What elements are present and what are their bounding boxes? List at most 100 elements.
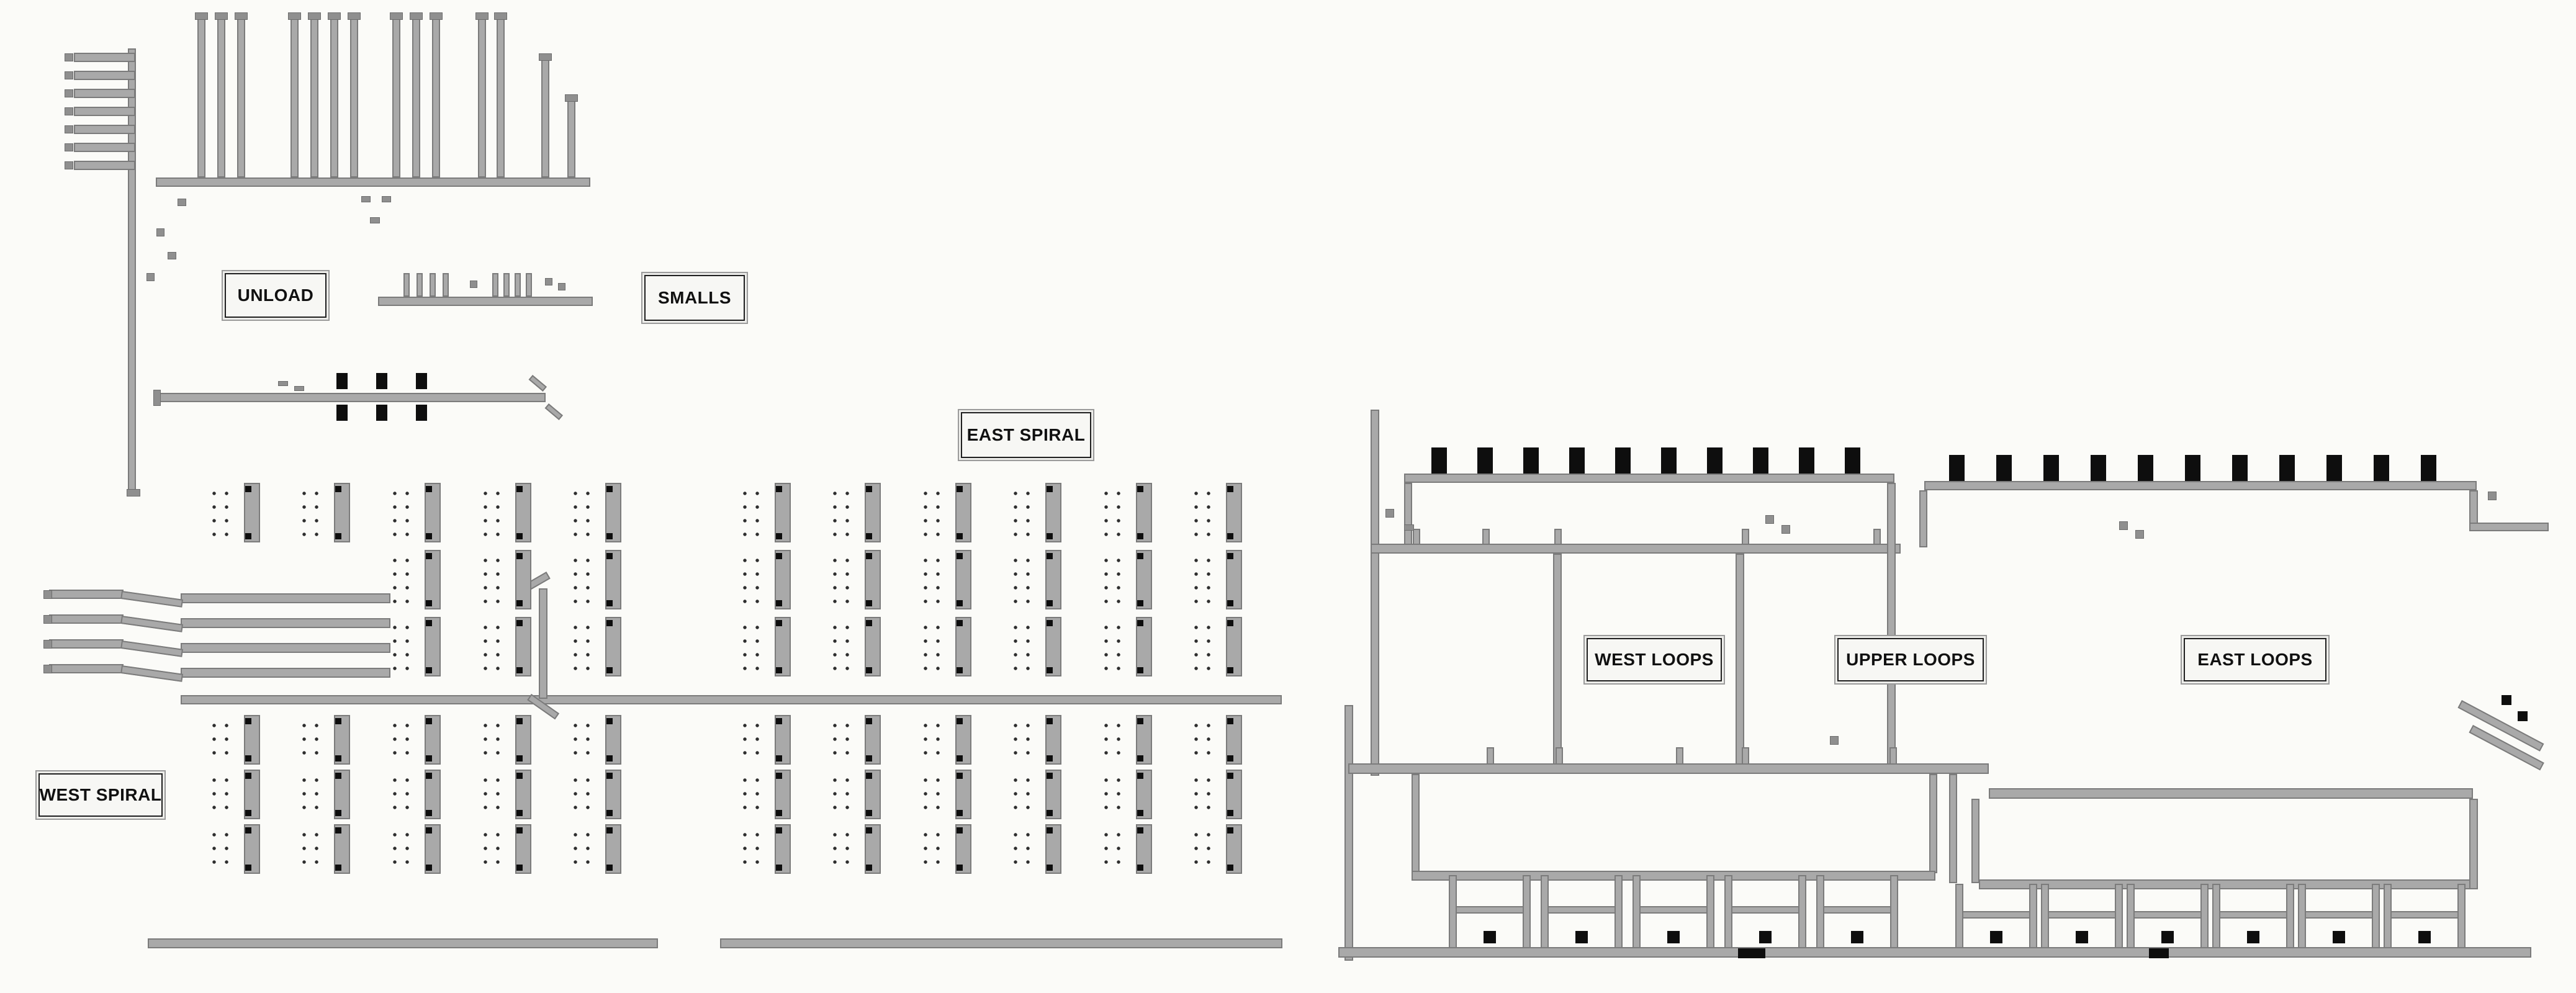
rack-module-r0-c1-rack (334, 483, 350, 542)
rack-module-r7-c1-port-top (866, 553, 872, 559)
rack-module-r7-c1-rack (865, 550, 881, 609)
rack-module-r6-c2-rack (955, 483, 971, 542)
rack-module-r6-c2-items (917, 483, 944, 542)
rack-module-r6-c5-port-top (1227, 486, 1233, 492)
smalls-tick-4 (492, 273, 498, 297)
rack-module-r6-c3-port-top (1047, 486, 1053, 492)
rack-module-r8-c1-port-bottom (866, 667, 872, 673)
mark (294, 386, 304, 391)
dock-west-5 (1661, 447, 1677, 474)
rack-module-r7-c4-rack (1136, 550, 1152, 609)
rack-module-r1-c0-items (386, 550, 413, 609)
item (336, 373, 348, 389)
rack-module-r3-c4-port-top (606, 718, 613, 724)
rack-module-r1-c1-rack (515, 550, 531, 609)
rack-module-r8-c4-items (1097, 617, 1125, 676)
west-loop-bay-4-shelf (1823, 906, 1891, 914)
dock-east-9 (2374, 455, 2389, 481)
item (2502, 695, 2511, 705)
smalls-tick-0 (403, 273, 410, 297)
rack-module-r5-c2-port-bottom (426, 865, 432, 871)
lower-bar-tick-1 (1556, 747, 1563, 765)
rack-module-r5-c0-port-bottom (245, 865, 251, 871)
dock-east-5 (2185, 455, 2200, 481)
smalls-tick-2 (430, 273, 436, 297)
rack-module-r9-c1-port-top (866, 718, 872, 724)
rack-module-r0-c3-port-top (516, 486, 523, 492)
rack-module-r11-c3-port-top (1047, 827, 1053, 833)
rack-module-r11-c2-items (917, 824, 944, 874)
dock-west-8 (1799, 447, 1814, 474)
unload-comb-short-b-cap-0 (565, 94, 578, 102)
rack-module-r7-c2-port-bottom (957, 600, 963, 606)
west-spiral-lane-4 (181, 668, 390, 678)
east-loop-bay-5-shelf (2390, 911, 2459, 919)
north-rail-west (1404, 474, 1894, 483)
unload-comb-cap-1 (215, 12, 228, 20)
west-spiral-ramp-2 (120, 616, 184, 632)
rack-module-r3-c1-items (295, 715, 323, 765)
west-spiral-ramp-1 (120, 591, 184, 608)
rack-module-r11-c2-port-top (957, 827, 963, 833)
east-loops-drop-2 (1971, 799, 1979, 883)
rack-module-r0-c4-items (567, 483, 594, 542)
unload-comb-3 (290, 16, 299, 177)
rack-module-r7-c3-rack (1045, 550, 1061, 609)
rack-module-r7-c3-port-bottom (1047, 600, 1053, 606)
rack-module-r8-c3-port-bottom (1047, 667, 1053, 673)
west-loop-bay-1-shelf (1547, 906, 1616, 914)
rack-module-r7-c3-items (1007, 550, 1034, 609)
west-loop-bay-2-shelf (1639, 906, 1708, 914)
mark (65, 125, 73, 133)
rack-module-r10-c2-items (917, 770, 944, 819)
rack-module-r1-c2-port-bottom (606, 600, 613, 606)
rack-module-r10-c2-port-bottom (957, 810, 963, 816)
lower-bar-tick-2 (1676, 747, 1683, 765)
rack-module-r0-c2-port-bottom (426, 533, 432, 539)
rack-module-r4-c2-items (386, 770, 413, 819)
rack-module-r5-c2-port-top (426, 827, 432, 833)
dock-west-9 (1845, 447, 1860, 474)
unload-comb-cap-0 (195, 12, 208, 20)
rack-module-r10-c1-items (826, 770, 853, 819)
west-block-spiral-vertical (539, 588, 547, 699)
bottom-conveyor-east (720, 938, 1282, 948)
rack-module-r6-c5-port-bottom (1227, 533, 1233, 539)
rack-module-r8-c0-port-top (776, 620, 782, 626)
smalls-conveyor (378, 297, 593, 306)
rack-module-r7-c5-port-top (1227, 553, 1233, 559)
mark (146, 273, 155, 281)
east-loop-bay-3-shelf (2219, 911, 2287, 919)
loops-bar-lower (1348, 763, 1989, 774)
dock-east-10 (2421, 455, 2436, 481)
west-loop-bay-4-item (1851, 931, 1863, 943)
item (416, 405, 427, 421)
upper-bar-tick-2 (1554, 529, 1562, 545)
rack-module-r6-c2-port-bottom (957, 533, 963, 539)
rack-module-r7-c4-port-top (1137, 553, 1143, 559)
rack-module-r4-c1-items (295, 770, 323, 819)
rack-module-r2-c2-port-top (606, 620, 613, 626)
smalls-tick-7 (526, 273, 532, 297)
west-loop-bay-3-shelf (1731, 906, 1799, 914)
west-spiral-lane-1 (181, 593, 390, 603)
rack-module-r6-c2-port-top (957, 486, 963, 492)
west-loop-bay-1-item (1575, 931, 1588, 943)
east-loop-bay-4-shelf (2305, 911, 2373, 919)
rack-module-r8-c1-items (826, 617, 853, 676)
rack-module-r11-c4-port-bottom (1137, 865, 1143, 871)
unload-comb-10 (478, 16, 486, 177)
north-rail-east-drop-left (1919, 490, 1927, 547)
rack-module-r1-c0-port-bottom (426, 600, 432, 606)
unload-comb-7 (392, 16, 400, 177)
rack-module-r8-c3-port-top (1047, 620, 1053, 626)
unload-lane-1 (74, 71, 135, 80)
rack-module-r8-c5-rack (1226, 617, 1242, 676)
rack-module-r1-c1-port-bottom (516, 600, 523, 606)
upper-bar-tick-1 (1482, 529, 1490, 545)
rack-module-r4-c3-items (477, 770, 504, 819)
smalls-tick-6 (515, 273, 521, 297)
rack-module-r11-c1-items (826, 824, 853, 874)
unload-comb-5 (330, 16, 338, 177)
mark (545, 278, 552, 285)
